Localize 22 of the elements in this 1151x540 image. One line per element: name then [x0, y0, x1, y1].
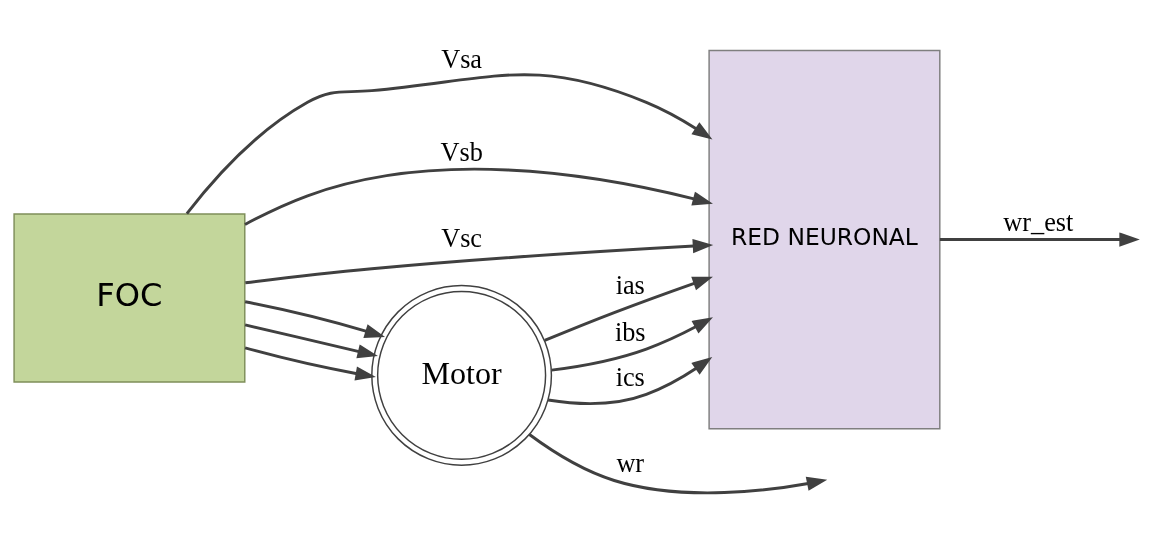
arrow	[244, 323, 378, 359]
arrow	[244, 300, 386, 338]
edge-label: Vsc	[441, 224, 483, 254]
edge-label: Vsb	[440, 138, 483, 168]
arrow	[547, 357, 713, 406]
node-circle: Motor	[371, 284, 553, 466]
edge-label: Vsa	[441, 44, 483, 74]
edge-label: wr	[616, 449, 645, 479]
edge-label: ias	[615, 271, 645, 301]
arrow	[544, 276, 713, 342]
arrow	[528, 433, 828, 495]
arrow	[939, 232, 1140, 247]
node-box: RED NEURONAL	[708, 49, 941, 430]
arrow	[185, 73, 713, 215]
node-box: FOC	[13, 213, 246, 383]
edge-label: wr_est	[1003, 208, 1074, 238]
arrow	[244, 167, 713, 226]
edge-label: ibs	[614, 317, 646, 347]
arrow	[244, 346, 376, 381]
edge-label: ics	[615, 363, 645, 393]
arrow	[551, 317, 713, 372]
arrow	[245, 238, 714, 285]
